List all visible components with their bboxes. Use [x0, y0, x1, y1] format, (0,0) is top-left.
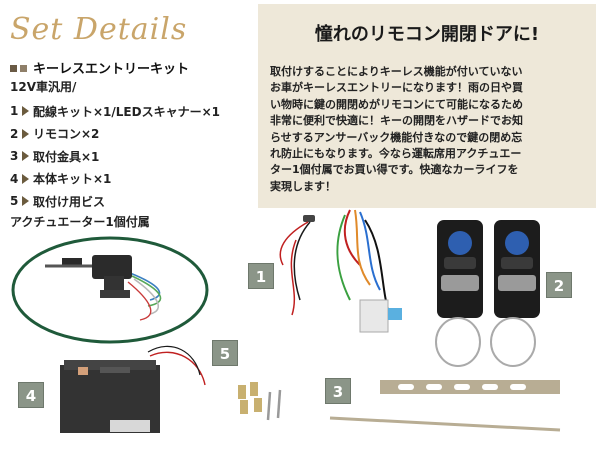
- badge-bracket: 3: [325, 378, 351, 404]
- kit-subtitle: 12V車汎用/: [10, 80, 77, 94]
- triangle-bullet-icon: [22, 196, 29, 207]
- list-item: 1 配線キット×1/LEDスキャナー×1: [10, 100, 260, 123]
- remote-controls-illustration: [435, 220, 540, 367]
- badge-screws: 5: [212, 340, 238, 366]
- list-item: 3 取付金具×1: [10, 145, 260, 168]
- badge-wiring-kit: 1: [248, 263, 274, 289]
- promo-line: 実現します！: [270, 179, 336, 193]
- promo-title: 憧れのリモコン開閉ドアに!: [314, 24, 540, 45]
- promo-line: らせするアンサーバック機能付きなので鍵の閉め忘: [270, 130, 523, 144]
- kit-title: キーレスエントリーキット: [10, 58, 189, 77]
- list-item: 4 本体キット×1: [10, 168, 260, 191]
- badge-remote: 2: [546, 272, 572, 298]
- triangle-bullet-icon: [22, 151, 29, 162]
- promo-line: い物時に鍵の開閉めがリモコンにて可能になるため: [270, 97, 523, 111]
- screws-illustration: [238, 382, 282, 421]
- promo-line: 取付けすることによりキーレス機能が付いていない: [270, 65, 523, 78]
- triangle-bullet-icon: [22, 173, 29, 184]
- actuator-note: アクチュエーター1個付属: [10, 215, 150, 229]
- item-label: 取付け用ビス: [33, 194, 106, 209]
- list-item: 5 取付け用ビス: [10, 190, 260, 213]
- item-label: 本体キット×1: [33, 172, 112, 187]
- wiring-harness-illustration: [279, 209, 402, 333]
- triangle-bullet-icon: [22, 128, 29, 139]
- contents-list: 1 配線キット×1/LEDスキャナー×1 2 リモコン×2 3 取付金具×1 4…: [10, 100, 260, 229]
- square-bullet-icon: [10, 65, 17, 72]
- promo-line: お車がキーレスエントリーになります！雨の日や買: [270, 81, 523, 95]
- set-details-script-title: Set Details: [10, 12, 188, 47]
- control-unit-illustration: [60, 346, 206, 433]
- list-item: 2 リモコン×2: [10, 123, 260, 146]
- item-label: 配線キット×1/LEDスキャナー×1: [33, 104, 220, 119]
- item-label: 取付金具×1: [33, 149, 100, 164]
- kit-title-text: キーレスエントリーキット: [33, 62, 190, 77]
- item-number: 1: [10, 104, 19, 119]
- item-number: 4: [10, 171, 19, 186]
- promo-panel: 憧れのリモコン開閉ドアに! 取付けすることによりキーレス機能が付いていない お車…: [258, 4, 596, 208]
- item-number: 5: [10, 194, 19, 209]
- promo-description: 取付けすることによりキーレス機能が付いていない お車がキーレスエントリーになりま…: [258, 64, 596, 195]
- item-number: 2: [10, 126, 19, 141]
- item-number: 3: [10, 149, 19, 164]
- actuator-illustration: [11, 236, 209, 344]
- triangle-bullet-icon: [22, 106, 29, 117]
- square-bullet-icon: [20, 65, 27, 72]
- promo-line: ター1個付属でお買い得です。快適なカーライフを: [270, 163, 519, 177]
- mounting-bracket-illustration: [329, 380, 561, 432]
- promo-line: 非常に便利で快適に！キーの開閉をハザードでお知: [270, 114, 523, 128]
- item-label: リモコン×2: [33, 127, 100, 142]
- badge-control-unit: 4: [18, 382, 44, 408]
- promo-line: れ防止にもなります。今なら運転席用アクチュエー: [270, 147, 522, 161]
